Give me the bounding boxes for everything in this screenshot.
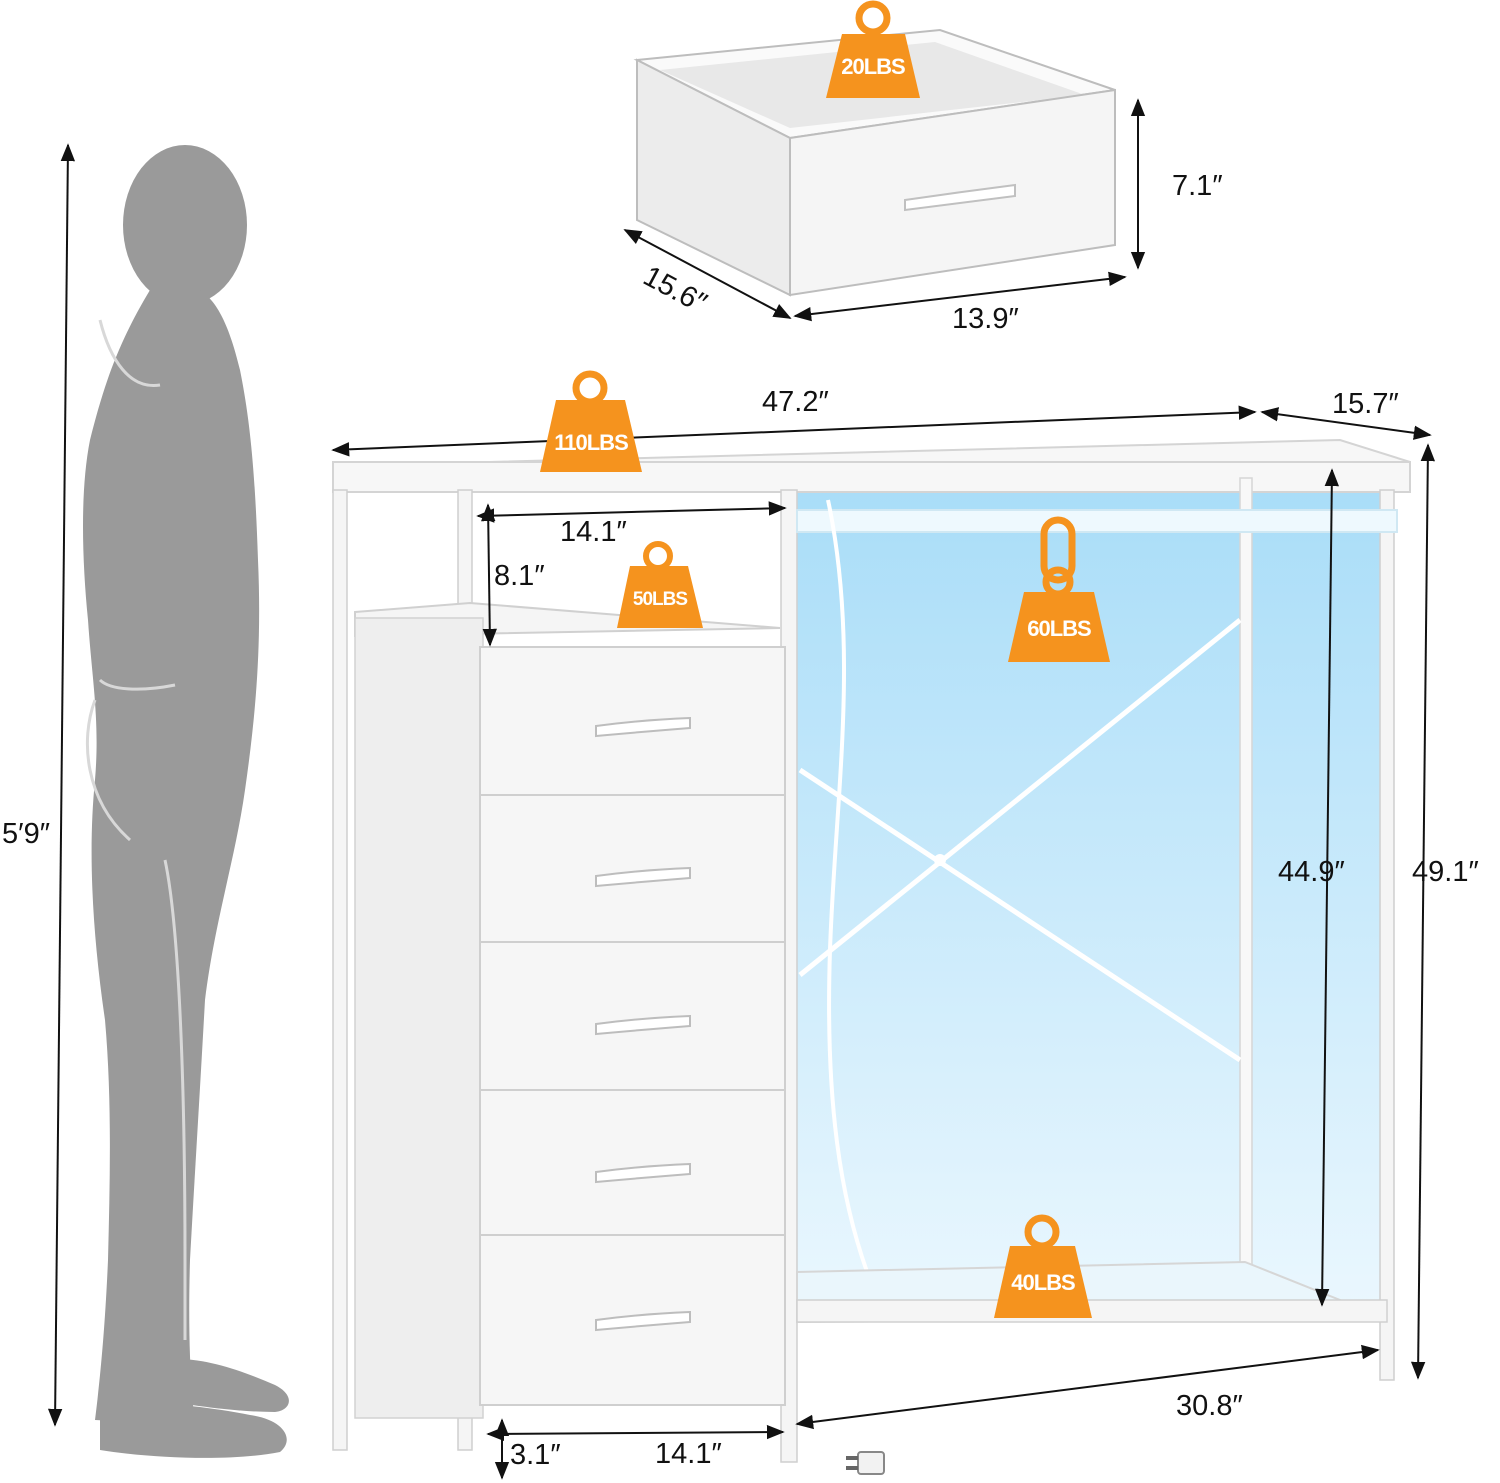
inner-height-line xyxy=(1314,468,1340,1307)
drawer-width-label: 13.9″ xyxy=(952,303,1019,335)
person-outline xyxy=(85,319,187,1340)
total-height-line xyxy=(1410,443,1436,1380)
weight-icon xyxy=(994,1214,1092,1318)
open-width-label: 30.8″ xyxy=(1176,1390,1243,1422)
leg-height-label: 3.1″ xyxy=(510,1439,561,1471)
plug-icon xyxy=(846,1451,885,1475)
rod-weight-label: 60LBS xyxy=(1027,616,1091,641)
shelf-width-label: 14.1″ xyxy=(560,516,627,548)
drawer-width-line xyxy=(793,271,1127,322)
bottom-shelf-weight-label: 40LBS xyxy=(1011,1270,1075,1295)
dresser xyxy=(332,438,1411,1463)
drawer-height-label: 7.1″ xyxy=(1172,170,1223,202)
weight-icon xyxy=(826,0,920,98)
shelf-weight-label: 50LBS xyxy=(632,589,688,610)
drawer-weight-label: 20LBS xyxy=(841,54,905,79)
weight-icon xyxy=(540,370,642,472)
dresser-width-line xyxy=(331,405,1257,457)
weight-icon xyxy=(617,541,703,628)
dresser-depth-line xyxy=(1260,407,1432,440)
total-height-label: 49.1″ xyxy=(1412,856,1479,888)
dresser-width-label: 47.2″ xyxy=(762,386,829,418)
dresser-depth-label: 15.7″ xyxy=(1332,388,1399,420)
inner-height-label: 44.9″ xyxy=(1278,856,1345,888)
weight-icon xyxy=(1008,592,1110,662)
drawer-column-width-line xyxy=(486,1424,785,1442)
drawer-handle xyxy=(904,183,1016,212)
shelf-height-line xyxy=(481,503,497,647)
shelf-height-label: 8.1″ xyxy=(494,560,545,592)
person-silhouette xyxy=(83,145,289,1458)
person-height-label: 5′9″ xyxy=(2,818,50,850)
shelf-width-line xyxy=(476,501,787,523)
top-weight-label: 110LBS xyxy=(554,430,629,455)
drawer-column-width-label: 14.1″ xyxy=(655,1438,722,1470)
drawer-depth-line xyxy=(623,229,792,319)
open-width-line xyxy=(795,1344,1380,1430)
person-height-line xyxy=(47,143,76,1427)
